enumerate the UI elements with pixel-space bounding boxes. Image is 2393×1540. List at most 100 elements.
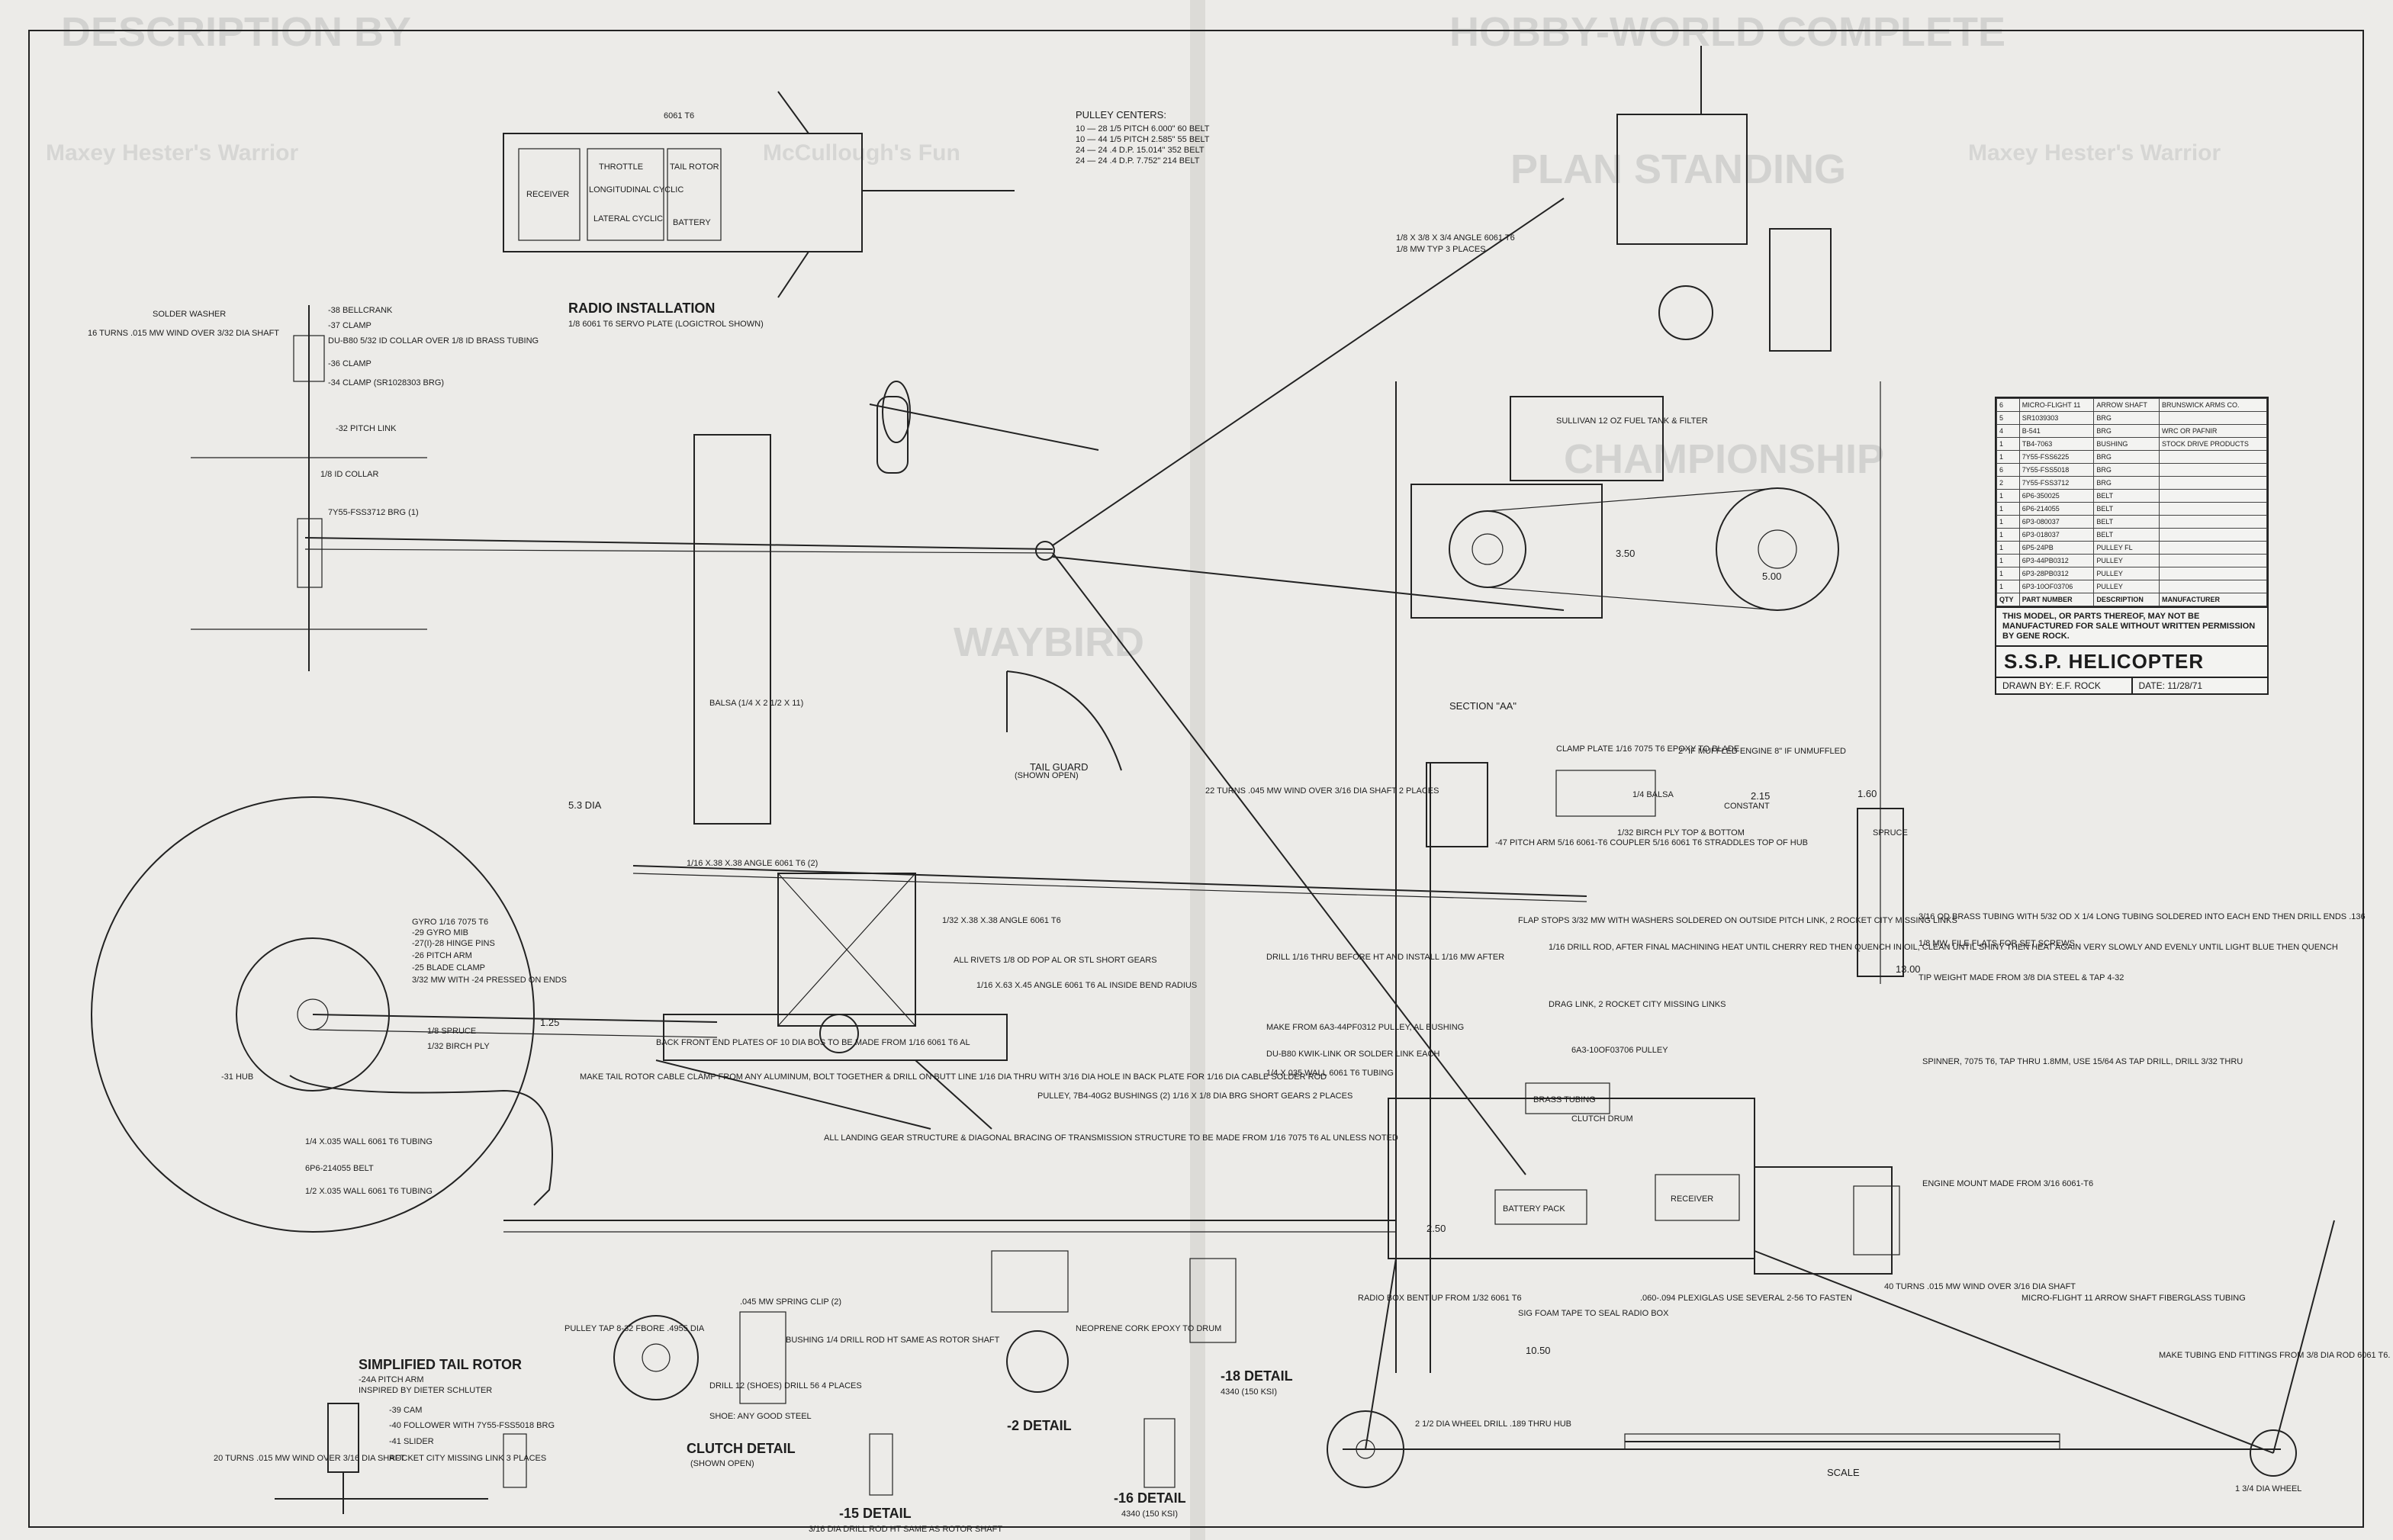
- tail-gear-strut: [2272, 1220, 2335, 1454]
- spinner-note: SPINNER, 7075 T6, TAP THRU 1.8MM, USE 15…: [1922, 1057, 2243, 1066]
- ghost-championship: CHAMPIONSHIP: [1564, 436, 1884, 482]
- blade-bottom: [777, 251, 809, 298]
- upper-strut: [1052, 198, 1565, 546]
- manufacturer-cell: [2159, 502, 2267, 516]
- radio-box-outline: [503, 133, 863, 252]
- description-cell: BRG: [2093, 463, 2160, 477]
- balsa-tail-guard: BALSA (1/4 X 2 1/2 X 11) (SHOWN OPEN) TA…: [693, 396, 1122, 825]
- blade-grip: [1555, 770, 1656, 817]
- manufacturer-cell: [2159, 476, 2267, 490]
- main-rotor-blade: [632, 865, 1587, 897]
- engine-muffler: [1769, 228, 1832, 352]
- shoes-label: SHOE: ANY GOOD STEEL: [709, 1412, 812, 1421]
- part-number-cell: 6P3-018037: [2018, 528, 2095, 542]
- brass2-label: 1/16 X.63 X.45 ANGLE 6061 T6 AL INSIDE B…: [976, 981, 1197, 990]
- description-cell: BRG: [2093, 476, 2160, 490]
- follower-label: -40 FOLLOWER WITH 7Y55-FSS5018 BRG: [389, 1421, 555, 1430]
- qty-cell: 1: [1996, 541, 2020, 555]
- gear-leg-b: [915, 1059, 992, 1130]
- collar-label: DU-B80 5/32 ID COLLAR OVER 1/8 ID BRASS …: [328, 336, 539, 346]
- wheel-note: 2 1/2 DIA WHEEL DRILL .189 THRU HUB: [1415, 1419, 1571, 1429]
- manufacturer-header: MANUFACTURER: [2159, 593, 2267, 606]
- qty-cell: 5: [1996, 411, 2020, 425]
- pulley-tap-label: PULLEY TAP 8-32 FBORE .4955 DIA: [564, 1324, 705, 1333]
- rotor-disc-view: GYRO 1/16 7075 T6 -29 GYRO MIB -27(I)-28…: [91, 796, 718, 1233]
- manufacturer-cell: [2159, 489, 2267, 503]
- tail-rotor-note: INSPIRED BY DIETER SCHLUTER: [359, 1386, 492, 1395]
- qty-cell: 6: [1996, 398, 2020, 412]
- front-gear-leg: [1365, 1258, 1397, 1450]
- pushrod-top: [869, 403, 1099, 451]
- bushing-label: BUSHING 1/4 DRILL ROD HT SAME AS ROTOR S…: [786, 1336, 1000, 1345]
- clutch-detail-view: CLUTCH DETAIL (SHOWN OPEN) PULLEY TAP 8-…: [564, 1250, 1293, 1534]
- manufacturer-cell: [2159, 515, 2267, 529]
- radio-box-note: RADIO BOX BENT UP FROM 1/32 6061 T6: [1358, 1294, 1522, 1303]
- tail-rotor-pitch-arm: -24A PITCH ARM: [359, 1375, 424, 1384]
- qty-cell: 6: [1996, 463, 2020, 477]
- description-cell: BELT: [2093, 489, 2160, 503]
- drawing-date: DATE: 11/28/71: [2131, 678, 2268, 693]
- part-number-cell: 6P3-28PB0312: [2018, 567, 2095, 580]
- radio-throttle-label: THROTTLE: [599, 162, 643, 172]
- clutch-shoe-side: [739, 1311, 786, 1404]
- detail-18-part: [1189, 1258, 1237, 1343]
- neoprene-label: NEOPRENE CORK EPOXY TO DRUM: [1076, 1324, 1221, 1333]
- birch-label: 1/32 BIRCH PLY TOP & BOTTOM: [1617, 828, 1745, 838]
- spruce18-label: 1/8 SPRUCE: [427, 1027, 476, 1036]
- rear-wheel: [2250, 1429, 2297, 1477]
- rotor-hub: [1426, 762, 1488, 847]
- turns-wind-label: 16 TURNS .015 MW WIND OVER 3/32 DIA SHAF…: [88, 329, 279, 338]
- manufacturer-cell: BRUNSWICK ARMS CO.: [2159, 398, 2267, 412]
- engine-top-view: [1616, 114, 1748, 245]
- constant-label: CONSTANT: [1724, 802, 1770, 811]
- detail-16-part: [1143, 1418, 1176, 1488]
- dim-3-50: 3.50: [1616, 548, 1635, 559]
- description-header: DESCRIPTION: [2093, 593, 2160, 606]
- gear-leg-a: [655, 1059, 931, 1130]
- battery-pack: [1494, 1189, 1587, 1225]
- dim-13-00: 13.00: [1896, 963, 1921, 975]
- frame-square: [777, 873, 916, 1027]
- servo-compartment: [587, 148, 664, 241]
- clutch-drum-note: CLUTCH DRUM: [1571, 1114, 1633, 1124]
- tail-boom-upper: [304, 537, 1053, 550]
- description-cell: BUSHING: [2093, 437, 2160, 451]
- clutch-detail-title: CLUTCH DETAIL: [687, 1441, 796, 1456]
- description-cell: PULLEY: [2093, 567, 2160, 580]
- ghost-line-4: Maxey Hester's Warrior: [1968, 140, 2221, 166]
- brass-tubing-note: 3/16 OD BRASS TUBING WITH 5/32 OD X 1/4 …: [1919, 912, 2366, 921]
- manufacturer-cell: STOCK DRIVE PRODUCTS: [2159, 437, 2267, 451]
- engine-cylinder: [1658, 285, 1713, 340]
- pulley-centers-heading: PULLEY CENTERS:: [1076, 109, 1166, 121]
- rivets-label: ALL RIVETS 1/8 OD POP AL OR STL SHORT GE…: [954, 956, 1157, 965]
- radio-installation-note: 1/8 6061 T6 SERVO PLATE (LOGICTROL SHOWN…: [568, 320, 764, 329]
- tail-guard-label: TAIL GUARD: [1030, 761, 1089, 773]
- ghost-banner-left: DESCRIPTION BY: [61, 9, 411, 55]
- dim-2-50: 2.50: [1426, 1223, 1446, 1234]
- part-number-cell: 7Y55-FSS6225: [2018, 450, 2095, 464]
- rotor-disc: [91, 796, 535, 1233]
- pulley-center-row: 24 — 24 .4 D.P. 15.014" 352 BELT: [1076, 146, 1205, 155]
- part-number-cell: SR1039303: [2018, 411, 2095, 425]
- detail-2-block: [991, 1250, 1069, 1313]
- landing-gear-label: ALL LANDING GEAR STRUCTURE & DIAGONAL BR…: [824, 1133, 1398, 1143]
- angle3-note: 1/8 X 3/8 X 3/4 ANGLE 6061 T6: [1396, 233, 1515, 243]
- tip-weight-note: TIP WEIGHT MADE FROM 3/8 DIA STEEL & TAP…: [1919, 973, 2124, 982]
- backplate-label: BACK FRONT END PLATES OF 10 DIA BOS TO B…: [656, 1038, 970, 1047]
- detail-16-note: 4340 (150 KSI): [1121, 1509, 1178, 1519]
- detail-2-title: -2 DETAIL: [1007, 1418, 1072, 1433]
- qty-cell: 1: [1996, 580, 2020, 593]
- brass-tubing-label: BRASS TUBING: [1533, 1095, 1596, 1104]
- tubing-label: 1/4 X.035 WALL 6061 T6 TUBING: [305, 1137, 433, 1146]
- fan-belt-bottom: [1487, 587, 1778, 611]
- tail-fin: [876, 396, 909, 474]
- rear-gear-leg: [1754, 1250, 2274, 1454]
- description-cell: BELT: [2093, 515, 2160, 529]
